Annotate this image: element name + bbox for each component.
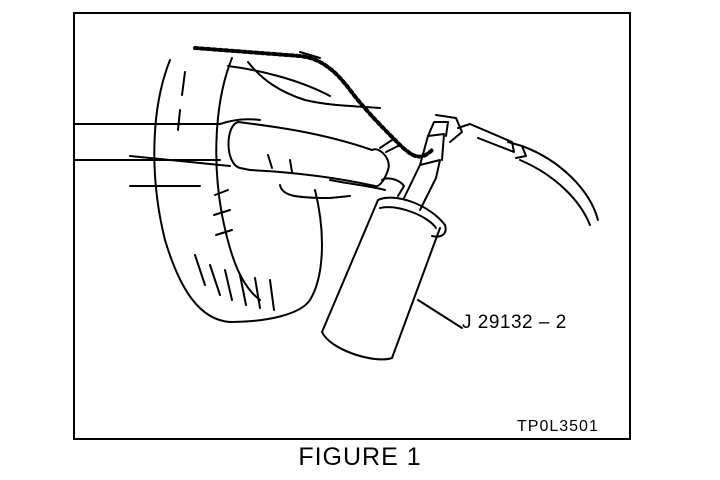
- part-number-label: J 29132 – 2: [462, 312, 567, 333]
- brake-line-icon: [193, 46, 434, 159]
- hose-icon: [457, 123, 599, 226]
- figure-frame: [73, 12, 631, 440]
- axle-icon: [74, 118, 399, 191]
- figure-code: TP0L3501: [517, 418, 599, 435]
- figure-caption: FIGURE 1: [298, 443, 422, 471]
- wheel-icon: [153, 57, 381, 323]
- bleeder-tool-icon: [321, 114, 463, 361]
